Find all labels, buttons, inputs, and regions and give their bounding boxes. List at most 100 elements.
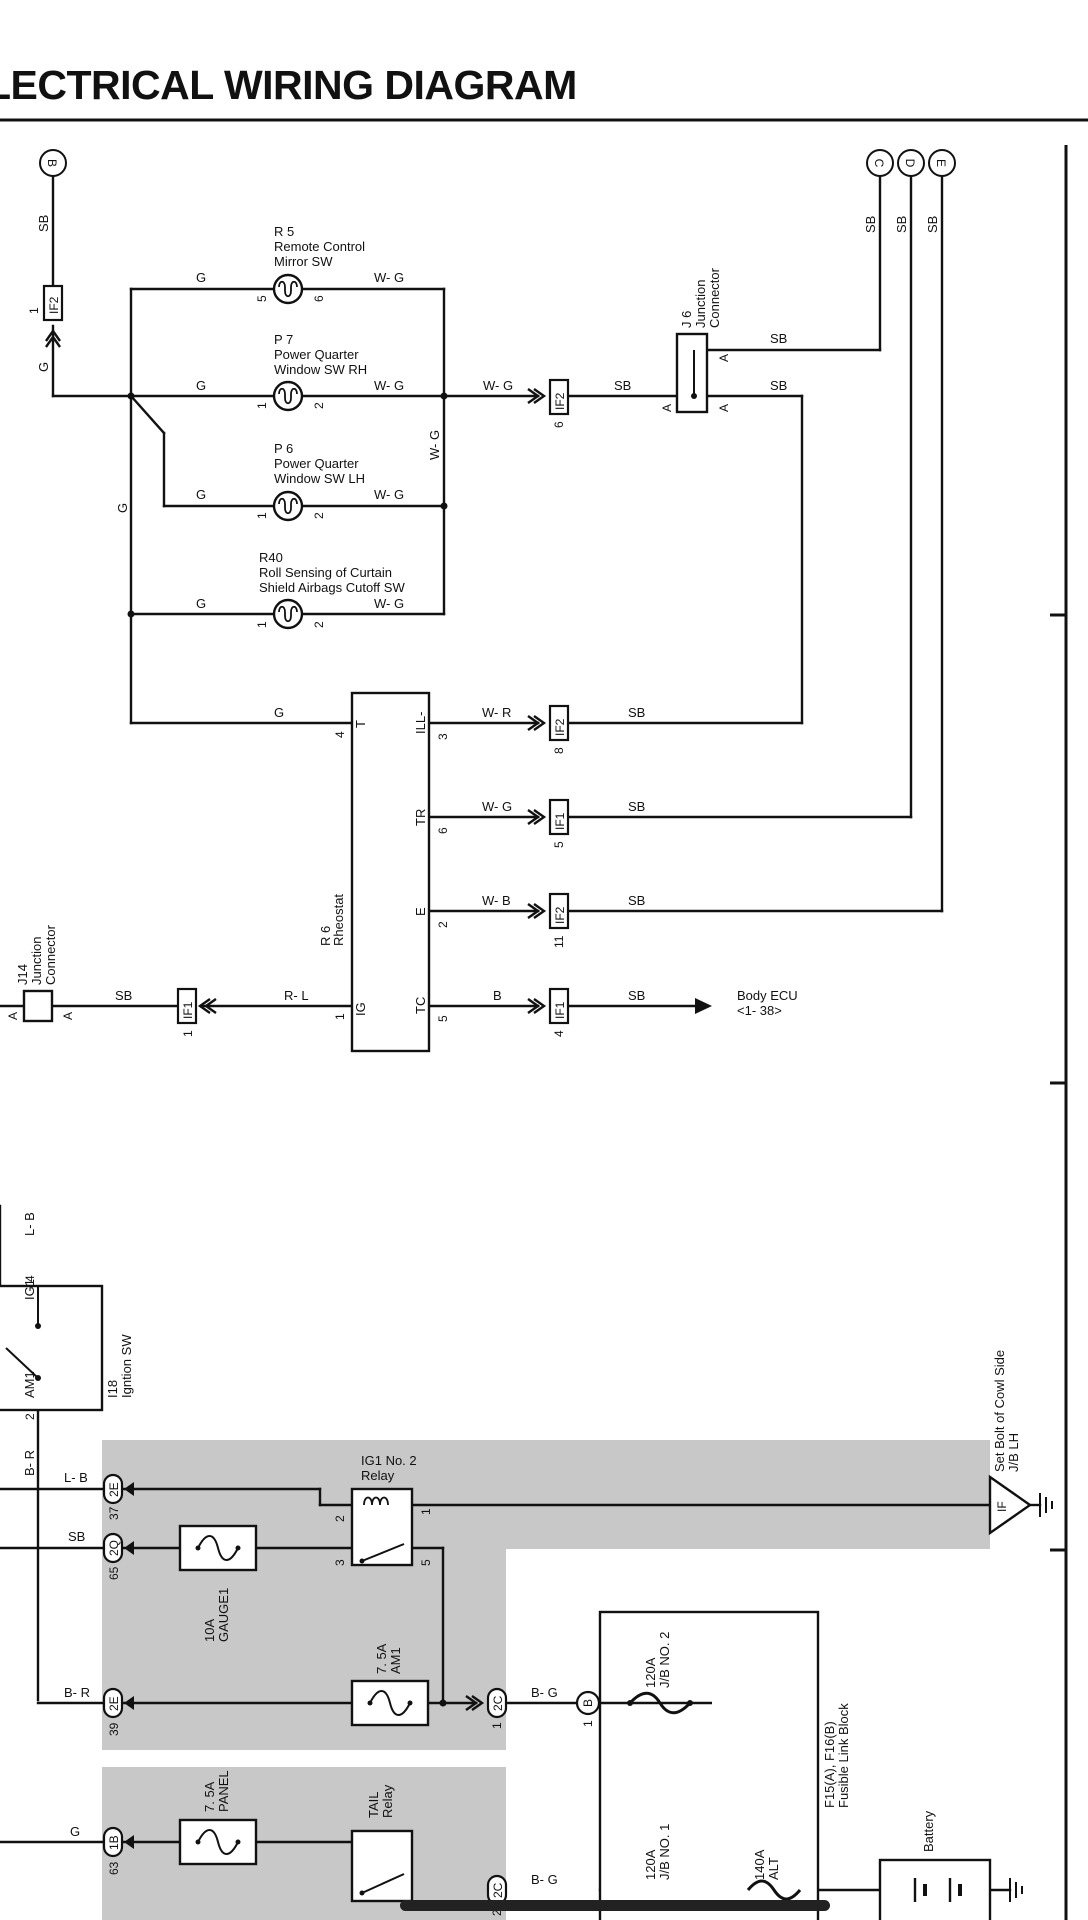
svg-text:J/B NO. 2: J/B NO. 2: [657, 1632, 672, 1688]
svg-text:7. 5A: 7. 5A: [374, 1643, 389, 1674]
svg-text:8: 8: [552, 747, 566, 754]
svg-text:4: 4: [333, 731, 347, 738]
svg-text:J 6: J 6: [679, 311, 694, 328]
page-ref-c: C: [866, 149, 894, 177]
connector-if1-5: IF1 5: [526, 798, 570, 848]
svg-text:39: 39: [107, 1722, 121, 1736]
svg-text:1: 1: [333, 1013, 347, 1020]
wire-label: W- G: [483, 378, 513, 393]
svg-text:1: 1: [255, 512, 269, 519]
svg-text:5: 5: [419, 1559, 433, 1566]
svg-text:B: B: [45, 159, 59, 167]
fuse-panel: 7. 5A PANEL: [178, 1770, 258, 1866]
page-title: LECTRICAL WIRING DIAGRAM: [0, 62, 577, 108]
wire-label: L- B: [64, 1470, 88, 1485]
wire-label: G: [196, 596, 206, 611]
tail-relay: TAIL Relay: [350, 1784, 414, 1903]
wire-label: W- G: [374, 378, 404, 393]
svg-text:1: 1: [27, 307, 41, 314]
svg-text:R 5: R 5: [274, 224, 294, 239]
wire-label: L- B: [22, 1212, 37, 1236]
wire-label: SB: [894, 216, 909, 233]
svg-text:Junction: Junction: [693, 280, 708, 328]
svg-text:ILL-: ILL-: [413, 712, 428, 734]
svg-text:I18: I18: [105, 1380, 120, 1398]
svg-text:TC: TC: [413, 997, 428, 1014]
svg-text:2C: 2C: [491, 1695, 505, 1711]
svg-text:A: A: [717, 354, 731, 362]
connector-if1-4: IF1 4: [526, 987, 570, 1037]
svg-text:A: A: [61, 1012, 75, 1020]
svg-text:IF: IF: [995, 1501, 1009, 1512]
svg-text:B: B: [581, 1699, 595, 1707]
wire-label: B: [493, 988, 502, 1003]
connector-2e-39: 2E 39: [102, 1687, 134, 1736]
svg-text:J14: J14: [15, 964, 30, 985]
svg-text:2: 2: [312, 512, 326, 519]
rheostat-r6: T IG ILL- TR E TC 4 1 3 6 2 5 R 6 Rheost…: [318, 691, 450, 1053]
wire-label: B- R: [22, 1450, 37, 1476]
svg-text:Rheostat: Rheostat: [331, 894, 346, 946]
wire-label: SB: [628, 893, 645, 908]
curtain-shield-airbag-cutoff-switch: R40 Roll Sensing of Curtain Shield Airba…: [255, 550, 405, 630]
wire-label: G: [36, 362, 51, 372]
svg-text:2: 2: [436, 921, 450, 928]
connector-2e-37: 2E 37: [102, 1473, 134, 1520]
svg-text:T: T: [353, 720, 368, 728]
svg-text:Relay: Relay: [380, 1784, 395, 1818]
svg-text:6: 6: [436, 827, 450, 834]
svg-text:1: 1: [181, 1030, 195, 1037]
svg-text:2: 2: [23, 1413, 37, 1420]
svg-text:6: 6: [312, 295, 326, 302]
junction-block-area-upper: [102, 1440, 990, 1750]
wire-label: G: [196, 378, 206, 393]
svg-text:ALT: ALT: [766, 1857, 781, 1880]
wire-label: W- R: [482, 705, 511, 720]
svg-text:Connector: Connector: [43, 924, 58, 985]
wire-label: G: [196, 270, 206, 285]
svg-text:Power Quarter: Power Quarter: [274, 456, 359, 471]
svg-text:2: 2: [333, 1515, 347, 1522]
svg-text:1B: 1B: [107, 1835, 121, 1850]
wire-label: W- G: [482, 799, 512, 814]
svg-text:F15(A), F16(B): F15(A), F16(B): [822, 1721, 837, 1808]
svg-text:5: 5: [552, 841, 566, 848]
svg-text:2E: 2E: [107, 1482, 121, 1497]
wire-label: B- R: [64, 1685, 90, 1700]
ig1-no2-relay: IG1 No. 2 Relay 2 1 3 5: [333, 1453, 433, 1567]
svg-text:PANEL: PANEL: [216, 1770, 231, 1812]
svg-text:IG1: IG1: [22, 1279, 37, 1300]
svg-text:63: 63: [107, 1861, 121, 1875]
connector-b-1: B 1: [575, 1690, 601, 1727]
svg-text:Remote Control: Remote Control: [274, 239, 365, 254]
wire-label: B- G: [531, 1872, 558, 1887]
wire-label: SB: [863, 216, 878, 233]
svg-text:IF2: IF2: [553, 906, 567, 924]
svg-text:1: 1: [490, 1722, 504, 1729]
svg-text:E: E: [413, 907, 428, 916]
svg-text:TR: TR: [413, 809, 428, 826]
svg-text:TAIL: TAIL: [366, 1792, 381, 1819]
svg-text:Mirror SW: Mirror SW: [274, 254, 333, 269]
svg-text:IF2: IF2: [553, 718, 567, 736]
svg-text:A: A: [717, 404, 731, 412]
svg-text:1: 1: [419, 1508, 433, 1515]
svg-text:3: 3: [436, 733, 450, 740]
svg-text:AM1: AM1: [22, 1371, 37, 1398]
connector-2q-65: 2Q 65: [102, 1532, 134, 1580]
wire-label: SB: [68, 1529, 85, 1544]
page-ref-d: D: [897, 149, 925, 177]
svg-text:GAUGE1: GAUGE1: [216, 1588, 231, 1642]
ground-point-if: IF Set Bolt of Cowl Side J/B LH: [988, 1350, 1053, 1536]
home-indicator[interactable]: [400, 1900, 830, 1911]
svg-text:A: A: [6, 1012, 20, 1020]
wire-label: SB: [925, 216, 940, 233]
wire-label: SB: [614, 378, 631, 393]
svg-text:Window SW LH: Window SW LH: [274, 471, 365, 486]
svg-text:2: 2: [312, 402, 326, 409]
svg-text:6: 6: [552, 421, 566, 428]
svg-text:J/B NO. 1: J/B NO. 1: [657, 1824, 672, 1880]
wire-label: W- G: [374, 487, 404, 502]
svg-text:Fusible Link Block: Fusible Link Block: [836, 1703, 851, 1808]
page-ref-b: B: [39, 149, 67, 177]
